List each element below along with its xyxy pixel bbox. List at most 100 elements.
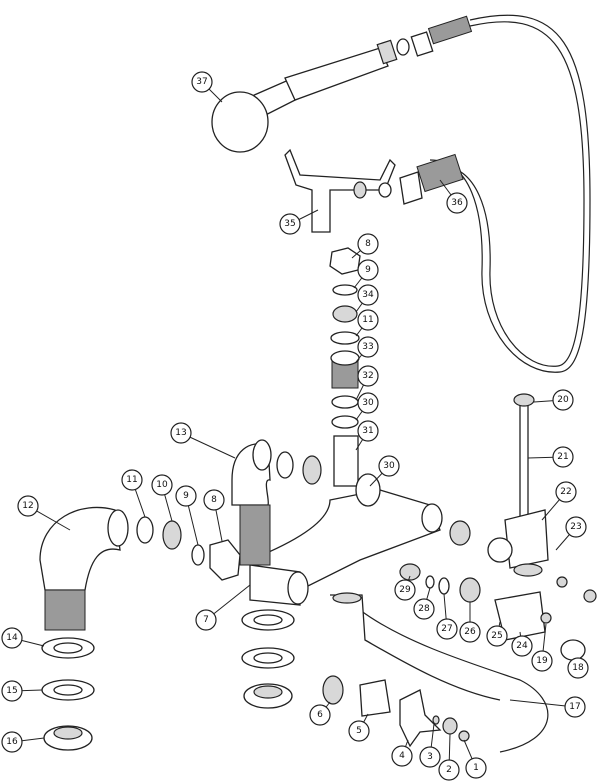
callout-circle <box>567 657 589 679</box>
callout-number: 7 <box>203 615 209 625</box>
callout-21: 21 <box>527 446 574 468</box>
callout-19: 19 <box>531 623 553 672</box>
callout-6: 6 <box>309 701 331 726</box>
callout-number: 21 <box>557 452 568 462</box>
callout-number: 1 <box>473 763 479 773</box>
callout-26: 26 <box>459 602 481 643</box>
callout-10: 10 <box>151 474 173 522</box>
callout-number: 11 <box>362 315 373 325</box>
callout-number: 24 <box>516 641 528 651</box>
callout-circle <box>175 485 197 507</box>
callout-number: 8 <box>211 495 217 505</box>
callout-18: 18 <box>567 657 589 679</box>
callout-number: 25 <box>491 631 502 641</box>
vertical-fittings-stack <box>329 247 361 512</box>
callout-circle <box>394 579 416 601</box>
callout-number: 11 <box>126 475 137 485</box>
callout-circle <box>348 720 370 742</box>
callout-37: 37 <box>191 71 223 103</box>
callout-34: 34 <box>355 284 379 313</box>
callout-number: 29 <box>399 585 411 595</box>
right-elbow-leg <box>231 439 322 566</box>
callout-15: 15 <box>1 680 43 702</box>
callout-13: 13 <box>170 422 236 459</box>
callout-3: 3 <box>419 723 441 768</box>
callout-number: 2 <box>446 765 452 775</box>
callout-circle <box>378 455 400 477</box>
callout-number: 6 <box>317 710 323 720</box>
callout-circle <box>357 309 379 331</box>
callout-24: 24 <box>511 631 533 657</box>
bath-hose <box>359 609 549 753</box>
callout-25: 25 <box>486 621 508 647</box>
callout-28: 28 <box>413 587 435 620</box>
callout-number: 30 <box>383 461 395 471</box>
callout-circle <box>564 696 586 718</box>
callout-circle <box>552 389 574 411</box>
callout-number: 34 <box>362 290 374 300</box>
callout-7: 7 <box>195 584 251 631</box>
callout-circle <box>170 422 192 444</box>
callout-number: 31 <box>362 426 373 436</box>
shower-hose-inner <box>439 21 585 367</box>
callout-circle <box>357 365 379 387</box>
callout-number: 20 <box>557 395 569 405</box>
callout-number: 4 <box>399 751 405 761</box>
callout-circle <box>1 731 23 753</box>
shower-hose <box>429 14 591 373</box>
callout-number: 30 <box>362 398 374 408</box>
callout-number: 26 <box>464 627 476 637</box>
callout-number: 32 <box>362 371 373 381</box>
callout-36: 36 <box>439 179 468 214</box>
callout-circle <box>552 446 574 468</box>
callout-number: 33 <box>362 342 373 352</box>
washers-stack <box>41 609 295 751</box>
callout-number: 5 <box>356 726 362 736</box>
callout-circle <box>1 627 23 649</box>
callout-circle <box>459 621 481 643</box>
callout-35: 35 <box>279 209 319 235</box>
callout-11: 11 <box>355 309 379 337</box>
callout-circle <box>191 71 213 93</box>
callout-circle <box>357 233 379 255</box>
callout-16: 16 <box>1 731 45 753</box>
callout-number: 10 <box>156 480 168 490</box>
callout-circle <box>151 474 173 496</box>
callout-number: 23 <box>570 522 581 532</box>
callout-14: 14 <box>1 627 45 649</box>
callout-number: 19 <box>536 656 548 666</box>
callout-27: 27 <box>436 593 458 640</box>
callout-1: 1 <box>463 739 487 779</box>
callout-circle <box>357 336 379 358</box>
callout-circle <box>565 516 587 538</box>
callout-circle <box>357 392 379 414</box>
callout-circle <box>203 489 225 511</box>
callout-32: 32 <box>355 365 379 401</box>
leader-line <box>509 699 576 708</box>
callout-number: 27 <box>441 624 452 634</box>
callout-circle <box>465 757 487 779</box>
shower-handset <box>211 15 473 153</box>
callout-circle <box>486 625 508 647</box>
callout-22: 22 <box>541 481 577 521</box>
callout-5: 5 <box>348 713 370 742</box>
callout-circle <box>121 469 143 491</box>
callout-circle <box>531 650 553 672</box>
callout-circle <box>555 481 577 503</box>
callout-31: 31 <box>355 420 379 451</box>
callout-circle <box>391 745 413 767</box>
callout-circle <box>436 618 458 640</box>
callout-number: 17 <box>569 702 580 712</box>
mixer-body <box>249 473 501 701</box>
callout-9: 9 <box>175 485 199 546</box>
callout-30: 30 <box>355 392 379 421</box>
callout-number: 12 <box>22 501 33 511</box>
callout-number: 37 <box>196 77 207 87</box>
left-elbow-leg <box>39 506 241 631</box>
callout-number: 14 <box>6 633 18 643</box>
callout-circle <box>309 704 331 726</box>
callout-4: 4 <box>391 739 413 767</box>
callout-circle <box>195 609 217 631</box>
